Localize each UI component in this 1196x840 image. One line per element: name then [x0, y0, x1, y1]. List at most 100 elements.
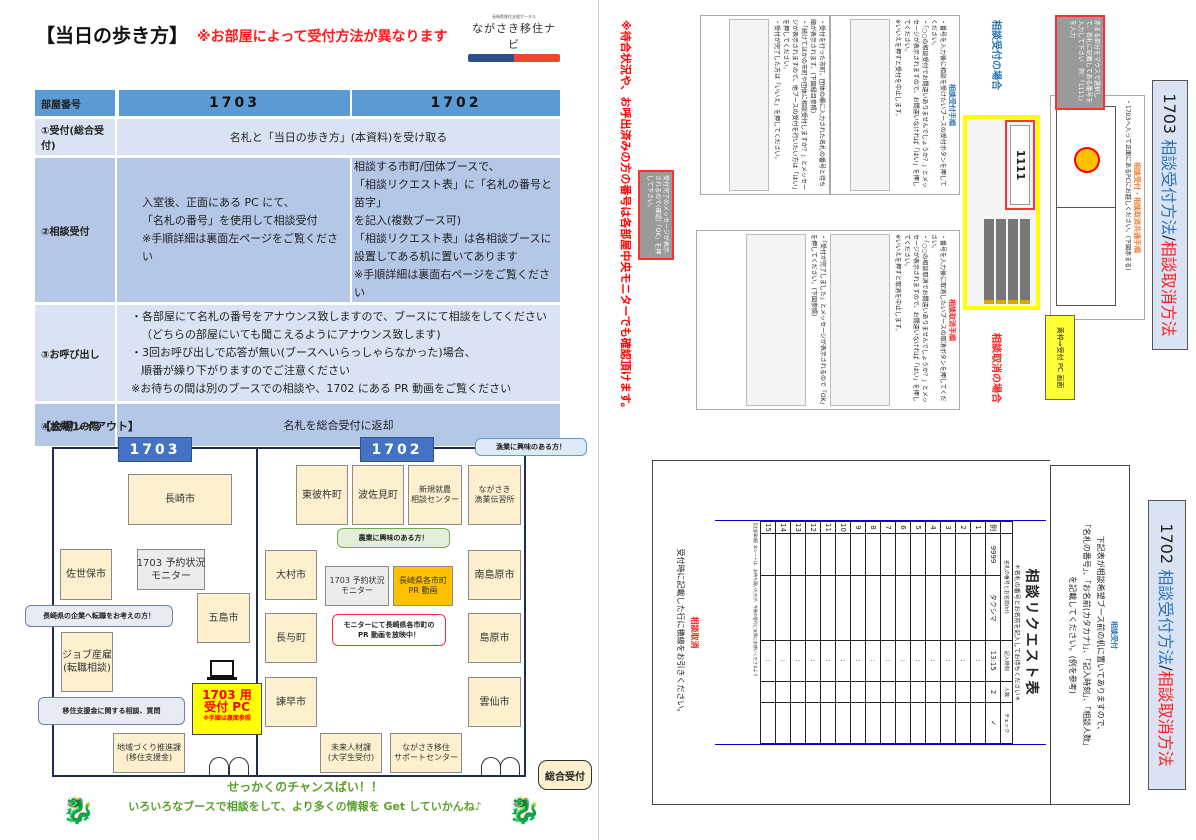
- cell-number[interactable]: [820, 533, 836, 576]
- logo-ribbon: [468, 54, 560, 62]
- cell-people[interactable]: [760, 681, 776, 703]
- cell-check[interactable]: [910, 702, 926, 744]
- request-rows: 例 9999 タクシマ 13:15 2 ✓ 1:2:3:4:5:6:7:8:9:…: [760, 521, 1001, 744]
- cell-time[interactable]: :: [970, 640, 986, 682]
- door-icon: [209, 757, 229, 777]
- cell-time[interactable]: :: [895, 640, 911, 682]
- title-cancel: 相談取消方法: [1156, 670, 1175, 767]
- cell-name[interactable]: [835, 575, 851, 641]
- header-room-1703: 1703: [117, 90, 350, 116]
- cell-people[interactable]: [910, 681, 926, 703]
- cell-check[interactable]: [865, 702, 881, 744]
- cell-people[interactable]: [775, 681, 791, 703]
- cell-name[interactable]: [970, 575, 986, 641]
- cell-no: 12: [805, 521, 821, 534]
- booth-shimabara: 島原市: [468, 613, 521, 663]
- cell-number[interactable]: [880, 533, 896, 576]
- door-icon: [229, 757, 249, 777]
- cell-name[interactable]: [790, 575, 806, 641]
- text-line: を記載してください。(例を参考): [1068, 576, 1077, 694]
- cell-time[interactable]: :: [760, 640, 776, 682]
- text-line: ・「○○の相談受付でお間違いありませんでしょうか？」とメッセージが表示されますの…: [903, 19, 928, 188]
- cell-time[interactable]: :: [865, 640, 881, 682]
- cell-people: 2: [985, 681, 1001, 703]
- cell-check[interactable]: [955, 702, 971, 744]
- cell-time[interactable]: :: [940, 640, 956, 682]
- cell-check[interactable]: [775, 702, 791, 744]
- cell-check[interactable]: [880, 702, 896, 744]
- cell-number[interactable]: [910, 533, 926, 576]
- cell-name[interactable]: [850, 575, 866, 641]
- table-header: 部屋番号 1703 1702: [35, 90, 560, 116]
- cell-name[interactable]: [955, 575, 971, 641]
- cell-name[interactable]: [775, 575, 791, 641]
- table-row: 3:: [940, 521, 956, 744]
- cell-time[interactable]: :: [880, 640, 896, 682]
- cell-people[interactable]: [835, 681, 851, 703]
- cell-name[interactable]: [880, 575, 896, 641]
- cell-check[interactable]: [805, 702, 821, 744]
- cell-check[interactable]: [940, 702, 956, 744]
- number-input[interactable]: 1111: [1008, 105, 1032, 225]
- cell-number[interactable]: [970, 533, 986, 576]
- table-row: 1:: [970, 521, 986, 744]
- cell-number[interactable]: [850, 533, 866, 576]
- cell-number[interactable]: [895, 533, 911, 576]
- cell-people[interactable]: [955, 681, 971, 703]
- cell-time[interactable]: :: [925, 640, 941, 682]
- table-row: 10:: [835, 521, 851, 744]
- cell-number[interactable]: [835, 533, 851, 576]
- cell-time[interactable]: :: [820, 640, 836, 682]
- cell-people[interactable]: [865, 681, 881, 703]
- cell-number[interactable]: [775, 533, 791, 576]
- room-1703-label: 1703: [118, 437, 192, 462]
- cell-check[interactable]: [895, 702, 911, 744]
- cell-number[interactable]: [955, 533, 971, 576]
- cell-check[interactable]: [925, 702, 941, 744]
- cell-check[interactable]: [790, 702, 806, 744]
- cell-check[interactable]: [850, 702, 866, 744]
- cell-people[interactable]: [925, 681, 941, 703]
- cell-time[interactable]: :: [805, 640, 821, 682]
- cell-people[interactable]: [790, 681, 806, 703]
- cell-number[interactable]: [760, 533, 776, 576]
- cell-people[interactable]: [805, 681, 821, 703]
- cell-name[interactable]: [925, 575, 941, 641]
- cell-number[interactable]: [940, 533, 956, 576]
- cell-no: 13: [790, 521, 806, 534]
- logo-name: ながさき移住ナビ: [472, 22, 556, 51]
- cell-name[interactable]: [940, 575, 956, 641]
- text-line: ※いいえを押すと取消を中止します。: [894, 234, 901, 335]
- cell-check[interactable]: [835, 702, 851, 744]
- cell-no: 例: [985, 521, 1001, 534]
- cell-people[interactable]: [820, 681, 836, 703]
- cell-time[interactable]: :: [835, 640, 851, 682]
- cell-people[interactable]: [940, 681, 956, 703]
- cell-number[interactable]: [805, 533, 821, 576]
- cell-people[interactable]: [970, 681, 986, 703]
- cell-number[interactable]: [925, 533, 941, 576]
- cell-name[interactable]: [805, 575, 821, 641]
- cell-people[interactable]: [880, 681, 896, 703]
- cell-name[interactable]: [910, 575, 926, 641]
- cell-name[interactable]: [820, 575, 836, 641]
- cell-name[interactable]: [760, 575, 776, 641]
- cell-time[interactable]: :: [910, 640, 926, 682]
- cell-name[interactable]: [895, 575, 911, 641]
- reception-pc-1703[interactable]: 1703 用 受付 PC ※手順は裏面参照: [192, 683, 262, 735]
- cell-time[interactable]: :: [790, 640, 806, 682]
- cell-time[interactable]: :: [775, 640, 791, 682]
- cell-check[interactable]: [820, 702, 836, 744]
- cell-time[interactable]: :: [955, 640, 971, 682]
- cell-number[interactable]: [865, 533, 881, 576]
- cell-name[interactable]: [865, 575, 881, 641]
- cell-check[interactable]: [970, 702, 986, 744]
- cell-people[interactable]: [895, 681, 911, 703]
- cell-check[interactable]: [760, 702, 776, 744]
- cell-number[interactable]: [790, 533, 806, 576]
- cell-people[interactable]: [850, 681, 866, 703]
- cell-time[interactable]: :: [850, 640, 866, 682]
- booth-future-talent: 未来人材課 (大学生受付): [320, 733, 382, 773]
- common-heading: 相談受付・相談取消共通手順: [1133, 162, 1141, 253]
- cell-no: 6: [895, 521, 911, 534]
